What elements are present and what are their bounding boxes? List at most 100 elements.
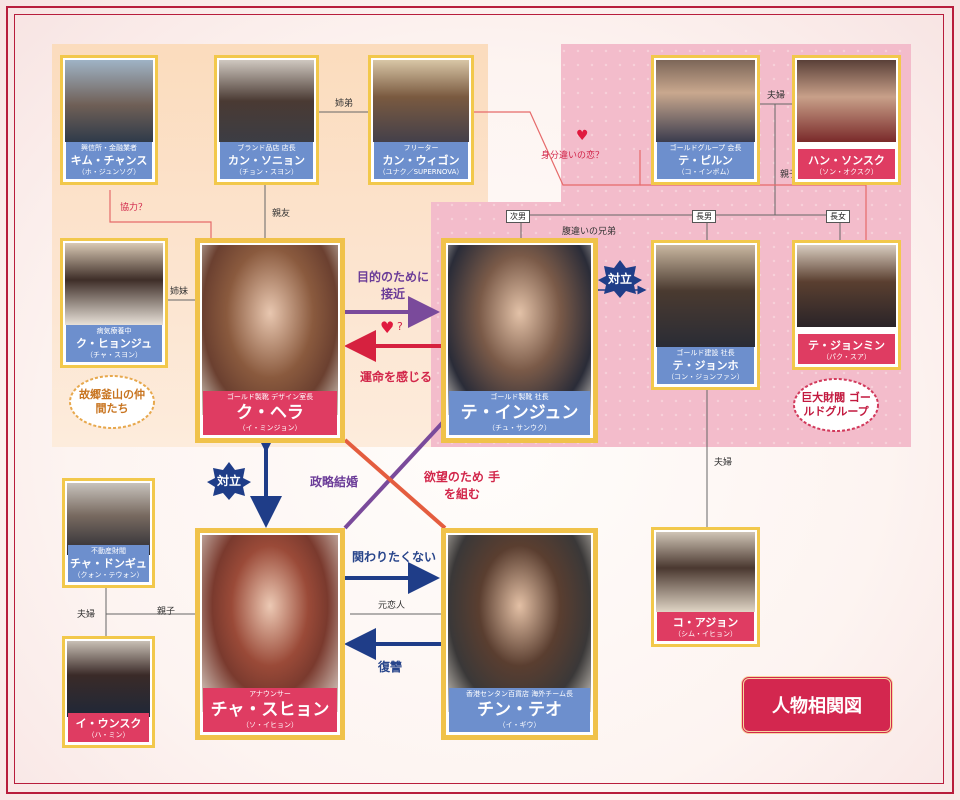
actor-kang-s: （チョン・スヨン） <box>235 168 298 176</box>
photo-cha-sh <box>202 535 338 712</box>
card-ku-hera[interactable]: ゴールド製靴 デザイン室長 ク・ヘラ （イ・ミンジョン） <box>195 238 345 443</box>
nameplate-tae-pilon: ゴールドグループ 会長 テ・ピルン （コ・インボム） <box>657 142 754 179</box>
photo-kang-s <box>219 60 314 142</box>
card-lee[interactable]: イ・ウンスク （ハ・ミン） <box>62 636 155 748</box>
card-kim[interactable]: 興信所・金融業者 キム・チャンス （ホ・ジュンソグ） <box>60 55 158 185</box>
name-ko: コ・アジョン <box>672 616 739 629</box>
nameplate-kang-s: ブランド品店 店長 カン・ソニョン （チョン・スヨン） <box>220 142 313 179</box>
line-class-love-b <box>640 184 867 240</box>
photo-ko <box>656 532 755 612</box>
role-kang-w: フリーター <box>403 144 439 152</box>
card-jin[interactable]: 香港センタン百貨店 海外チーム長 チン・テオ （イ・ギウ） <box>441 528 598 740</box>
name-kim: キム・チャンス <box>70 154 148 167</box>
label-siblings: 姉弟 <box>335 99 354 109</box>
label-class-love: 身分違いの恋？ <box>541 151 605 161</box>
tag-eldest-daughter: 長女 <box>826 210 850 223</box>
name-ku-hera: ク・ヘラ <box>236 403 304 423</box>
line-class-love <box>430 111 641 186</box>
actor-cha-sh: （ソ・イヒョン） <box>242 721 298 729</box>
nameplate-han: ハン・ソンスク （ソン・オクスク） <box>798 149 895 179</box>
actor-ku-hera: （イ・ミンジョン） <box>238 424 302 432</box>
card-kang-s[interactable]: ブランド品店 店長 カン・ソニョン （チョン・スヨン） <box>214 55 319 185</box>
label-sisters: 姉妹 <box>170 287 189 297</box>
nameplate-cha-sh: アナウンサー チャ・スヒョン （ソ・イヒョン） <box>203 688 337 732</box>
label-ex-lover: 元恋人 <box>378 601 406 611</box>
name-tae-ij: テ・インジュン <box>460 403 579 423</box>
nameplate-kim: 興信所・金融業者 キム・チャンス （ホ・ジュンソグ） <box>66 142 152 179</box>
actor-jin: （イ・ギウ） <box>498 721 541 729</box>
label-couple-cha: 夫婦 <box>77 610 96 620</box>
label-approach: 目的のために 接近 <box>356 270 429 301</box>
label-fate: 運命を感じる <box>360 370 433 384</box>
rival-badge-women: 対立 <box>205 460 253 500</box>
nameplate-jin: 香港センタン百貨店 海外チーム長 チン・テオ （イ・ギウ） <box>449 688 590 732</box>
tag-eldest-son: 長男 <box>692 210 716 223</box>
card-tae-jm[interactable]: テ・ジョンミン （パク・スア） <box>792 240 901 370</box>
photo-jin <box>448 535 591 712</box>
nameplate-kang-w: フリーター カン・ウィゴン （ユナク／SUPERNOVA） <box>374 142 468 179</box>
actor-ko: （シム・イヒョン） <box>674 630 737 638</box>
line-greed <box>343 438 447 530</box>
card-tae-jh[interactable]: ゴールド建設 社長 テ・ジョンホ （コン・ジョンファン） <box>651 240 760 390</box>
nameplate-tae-jm: テ・ジョンミン （パク・スア） <box>798 334 895 364</box>
name-ku-hj: ク・ヒョンジュ <box>75 337 152 350</box>
card-han[interactable]: ハン・ソンスク （ソン・オクスク） <box>792 55 901 185</box>
photo-tae-jm <box>797 245 896 327</box>
nameplate-ku-hera: ゴールド製靴 デザイン室長 ク・ヘラ （イ・ミンジョン） <box>203 391 337 435</box>
nameplate-tae-jh: ゴールド建設 社長 テ・ジョンホ （コン・ジョンファン） <box>657 347 754 384</box>
actor-tae-pilon: （コ・インボム） <box>677 168 734 176</box>
card-ko[interactable]: コ・アジョン （シム・イヒョン） <box>651 527 760 647</box>
label-best-friend: 親友 <box>272 209 291 219</box>
role-jin: 香港センタン百貨店 海外チーム長 <box>465 690 573 698</box>
actor-tae-jh: （コン・ジョンファン） <box>667 373 744 381</box>
name-cha-sh: チャ・スヒョン <box>210 700 330 720</box>
emblem-conglomerate-text: 巨大財閥 ゴールドグループ <box>801 391 871 418</box>
actor-tae-ij: （チュ・サンウク） <box>488 424 551 432</box>
card-tae-pilon[interactable]: ゴールドグループ 会長 テ・ピルン （コ・インボム） <box>651 55 760 185</box>
photo-han <box>797 60 896 142</box>
role-cha-sh: アナウンサー <box>249 690 291 698</box>
name-jin: チン・テオ <box>477 700 562 720</box>
name-lee: イ・ウンスク <box>75 717 142 730</box>
chart-title: 人物相関図 <box>741 676 893 734</box>
actor-kang-w: （ユナク／SUPERNOVA） <box>378 168 464 176</box>
label-parent-cha: 親子 <box>157 607 176 617</box>
line-political-marriage <box>343 418 447 530</box>
actor-kim: （ホ・ジュンソグ） <box>77 168 141 176</box>
name-cha-dg: チャ・ドンギュ <box>70 557 147 570</box>
tag-second-son: 次男 <box>506 210 530 223</box>
name-tae-jm: テ・ジョンミン <box>808 339 885 352</box>
rival-label-brothers: 対立 <box>607 271 632 286</box>
label-couple-jh: 夫婦 <box>714 458 733 468</box>
card-cha-dg[interactable]: 不動産財閥 チャ・ドンギュ （クォン・テウォン） <box>62 478 155 588</box>
card-tae-ij[interactable]: ゴールド製靴 社長 テ・インジュン （チュ・サンウク） <box>441 238 598 443</box>
label-revenge: 復讐 <box>378 660 403 674</box>
photo-tae-jh <box>656 245 755 347</box>
role-ku-hj: 病気療養中 <box>96 327 132 335</box>
photo-ku-hj <box>65 243 163 325</box>
nameplate-ku-hj: 病気療養中 ク・ヒョンジュ （チャ・スヨン） <box>66 325 162 362</box>
label-half-brothers: 腹違いの兄弟 <box>562 227 617 237</box>
label-heart-question: ? <box>397 320 403 333</box>
label-parent-tae: 親子 <box>780 170 799 180</box>
card-kang-w[interactable]: フリーター カン・ウィゴン （ユナク／SUPERNOVA） <box>368 55 474 185</box>
nameplate-tae-ij: ゴールド製靴 社長 テ・インジュン （チュ・サンウク） <box>449 391 590 435</box>
role-ku-hera: ゴールド製靴 デザイン室長 <box>226 393 314 401</box>
actor-ku-hj: （チャ・スヨン） <box>86 351 142 359</box>
name-kang-s: カン・ソニョン <box>228 154 305 167</box>
role-kim: 興信所・金融業者 <box>81 144 137 152</box>
emblem-conglomerate: 巨大財閥 ゴールドグループ <box>790 375 882 435</box>
photo-lee <box>67 641 150 717</box>
heart-fate-icon: ♥ <box>380 318 395 337</box>
role-kang-s: ブランド品店 店長 <box>237 144 296 152</box>
actor-tae-jm: （パク・スア） <box>822 353 871 361</box>
card-cha-sh[interactable]: アナウンサー チャ・スヒョン （ソ・イヒョン） <box>195 528 345 740</box>
card-ku-hj[interactable]: 病気療養中 ク・ヒョンジュ （チャ・スヨン） <box>60 238 168 368</box>
photo-tae-ij <box>448 245 591 415</box>
photo-tae-pilon <box>656 60 755 142</box>
heart-icon: ♥ <box>576 128 589 144</box>
label-cooperate: 協力？ <box>120 203 148 213</box>
role-tae-jh: ゴールド建設 社長 <box>676 349 735 357</box>
